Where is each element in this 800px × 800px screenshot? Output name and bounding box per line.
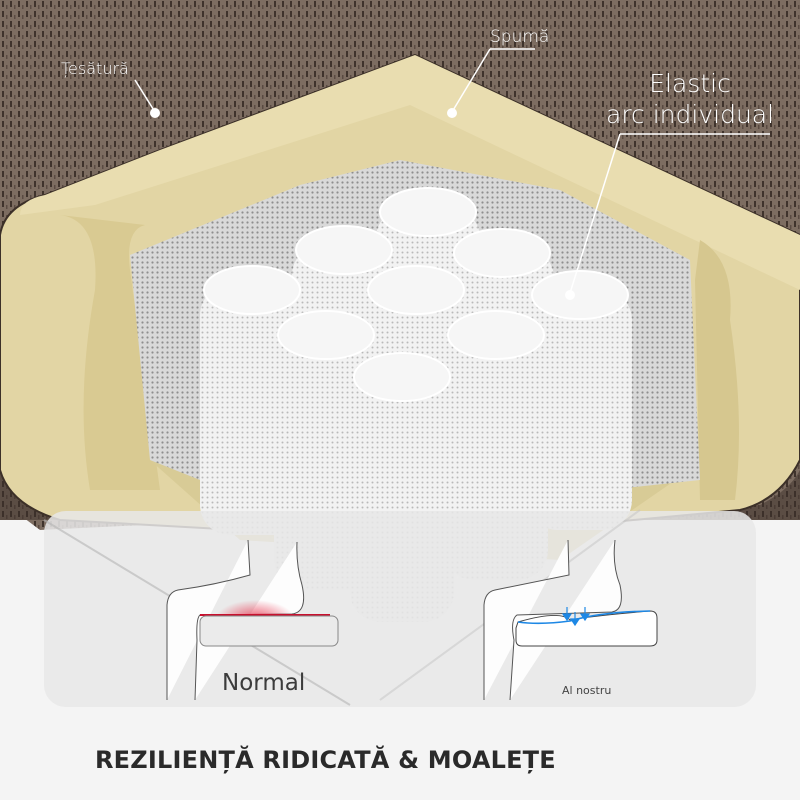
support-curve xyxy=(517,610,651,625)
ours-diagram xyxy=(483,539,658,701)
spring-label: Elastic arc individual xyxy=(606,68,774,130)
headline: REZILIENȚĂ RIDICATĂ & MOALEȚE xyxy=(95,746,556,774)
foam-label: Spumă xyxy=(490,27,550,47)
ours-caption: Al nostru xyxy=(562,684,612,697)
pocket-springs xyxy=(200,187,632,622)
support-arrows-icon xyxy=(561,607,591,627)
foam-callout-dot xyxy=(447,108,457,118)
callout-lines xyxy=(134,48,770,300)
normal-caption: Normal xyxy=(222,670,306,696)
spring-label-line1: Elastic xyxy=(649,69,731,98)
normal-diagram xyxy=(166,539,339,701)
comparison-panel xyxy=(44,511,756,707)
ours-cushion xyxy=(515,610,658,647)
spring-callout-dot xyxy=(565,290,575,300)
normal-cushion xyxy=(199,615,339,647)
spring-label-line2: arc individual xyxy=(606,100,775,129)
fabric-label: Țesătură xyxy=(61,59,129,78)
fabric-callout-dot xyxy=(150,108,160,118)
